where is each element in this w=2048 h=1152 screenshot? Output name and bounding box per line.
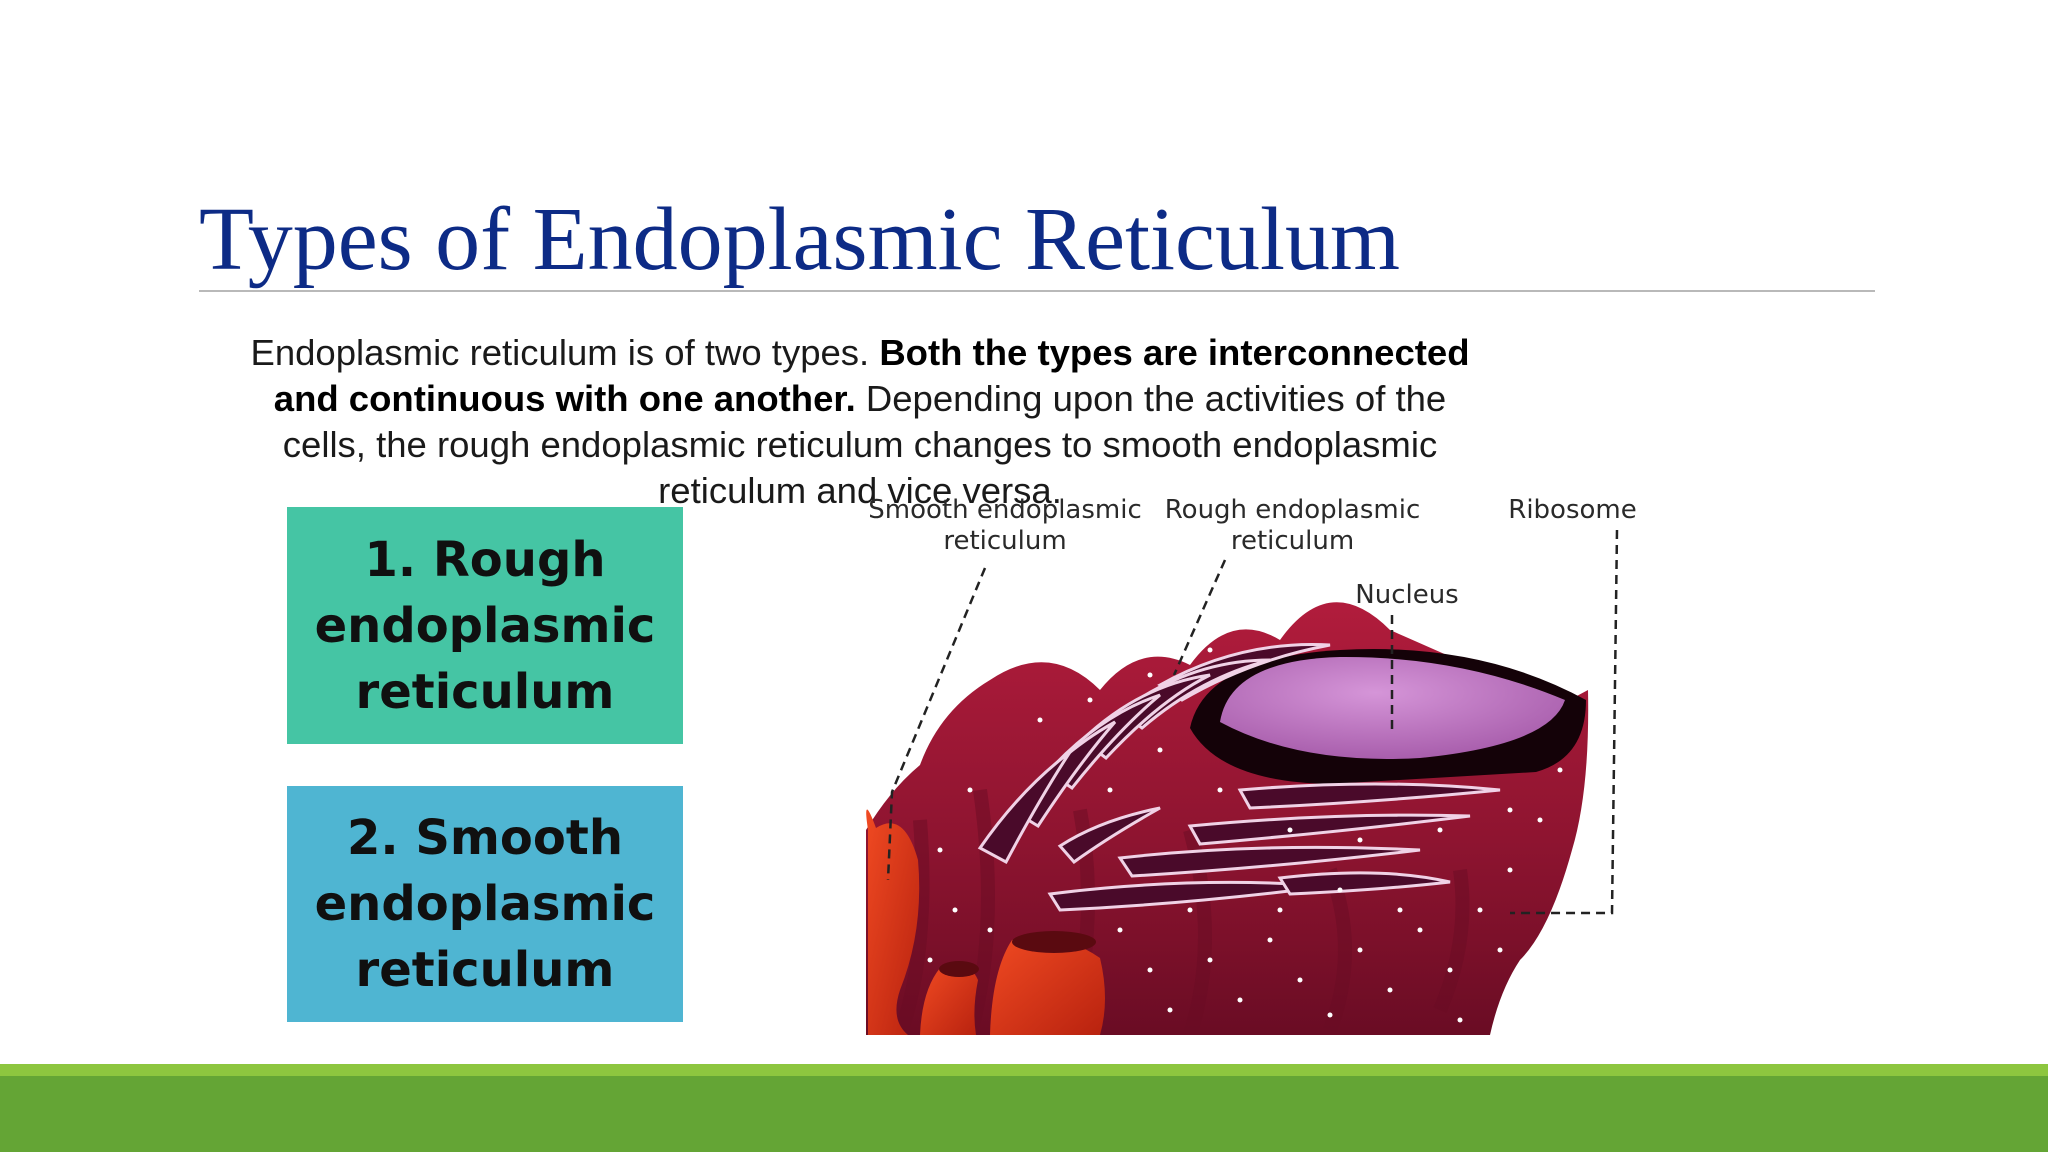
er-illustration [866,529,1619,1035]
title-divider [199,290,1875,292]
smooth-er-tube-3 [990,937,1105,1035]
rough-er-label-line-1: Rough endoplasmic [1164,495,1421,525]
smooth-er-line-1: 2. Smooth [346,810,623,866]
rough-er-pointer [1172,559,1227,676]
rough-er-line-3: reticulum [355,663,615,720]
intro-text-bold: Both the types are interconnected and co… [273,332,1470,419]
callout-lines [886,529,1619,915]
ribosome-label: Ribosome [1508,495,1637,525]
ribosome-dots [927,647,1563,1023]
rough-er-line-1: 1. Rough [364,531,606,588]
nucleus-label: Nucleus [1355,580,1459,610]
ribosome-pointer [1510,529,1619,915]
rough-er-label-line-2: reticulum [1230,526,1355,556]
er-diagram: Smooth endoplasmic reticulum Rough endop… [860,490,1660,1035]
smooth-er-tube-opening [939,961,979,977]
smooth-er-label-line-1: Smooth endoplasmic [868,495,1142,525]
smooth-er-tube-2 [920,965,978,1035]
footer-band-light [0,1064,2048,1076]
smooth-er-box-label: 2. Smooth endoplasmic reticulum [315,805,656,1003]
smooth-er-line-2: endoplasmic [314,876,656,932]
smooth-er-label-line-2: reticulum [943,526,1067,556]
rough-er-box-label: 1. Rough endoplasmic reticulum [315,527,656,725]
rough-er-label: Rough endoplasmic reticulum [1150,495,1435,557]
smooth-er-box: 2. Smooth endoplasmic reticulum [287,786,683,1022]
smooth-er-tube-1 [866,809,920,1035]
cell-shading [893,789,1470,1035]
footer-band-dark [0,1076,2048,1152]
smooth-er-line-3: reticulum [355,942,615,998]
rough-er-line-2: endoplasmic [314,597,656,654]
rough-er-box: 1. Rough endoplasmic reticulum [287,507,683,744]
smooth-er-tube-3-opening [1012,931,1096,953]
intro-text-end: Depending upon the activities of the cel… [282,378,1447,511]
smooth-er-label: Smooth endoplasmic reticulum [855,495,1155,557]
intro-text-start: Endoplasmic reticulum is of two types. [250,332,880,373]
rough-er-cisternae [977,643,1501,912]
smooth-er-pointer [886,567,987,881]
intro-paragraph: Endoplasmic reticulum is of two types. B… [250,330,1470,514]
slide-title: Types of Endoplasmic Reticulum [199,190,1400,289]
